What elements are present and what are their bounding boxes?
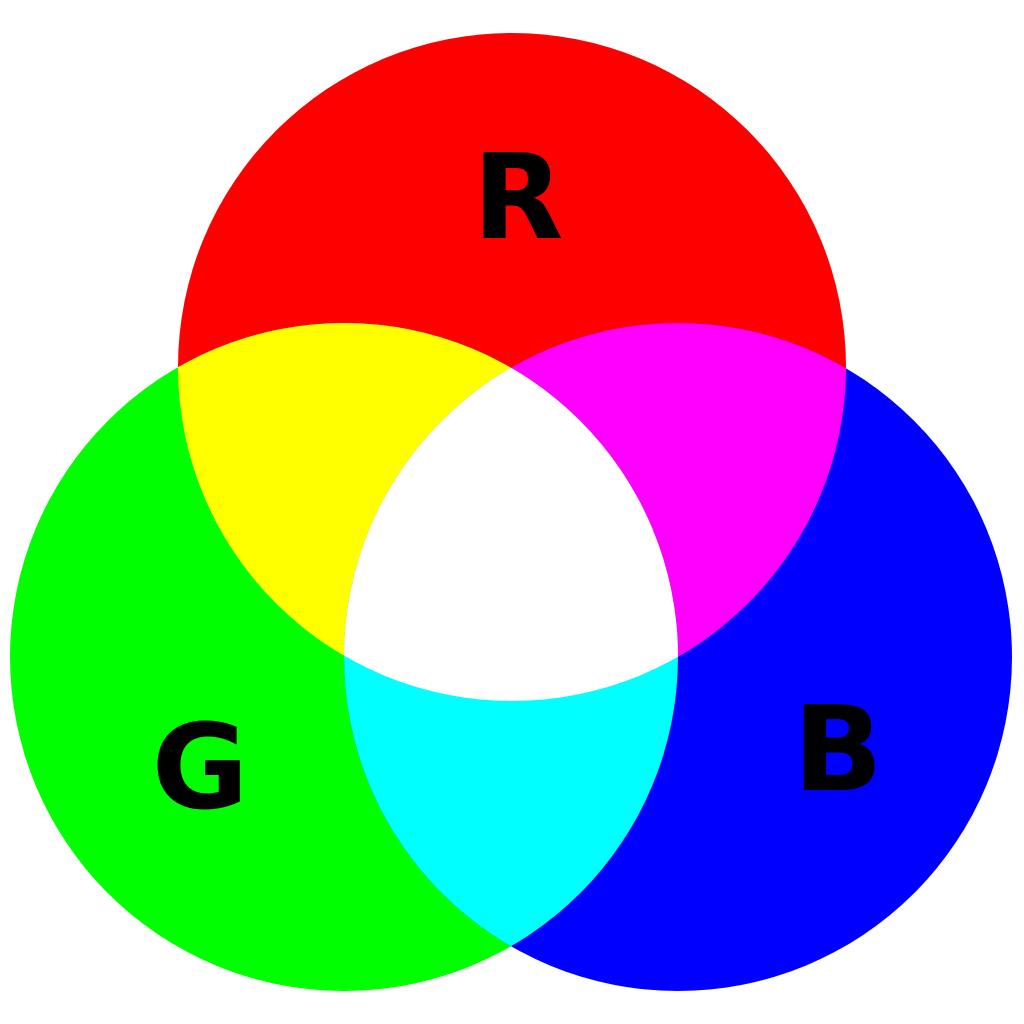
- green-label: G: [152, 698, 249, 836]
- red-label: R: [473, 128, 564, 266]
- blue-label: B: [793, 680, 883, 818]
- white-overlap: [344, 323, 678, 701]
